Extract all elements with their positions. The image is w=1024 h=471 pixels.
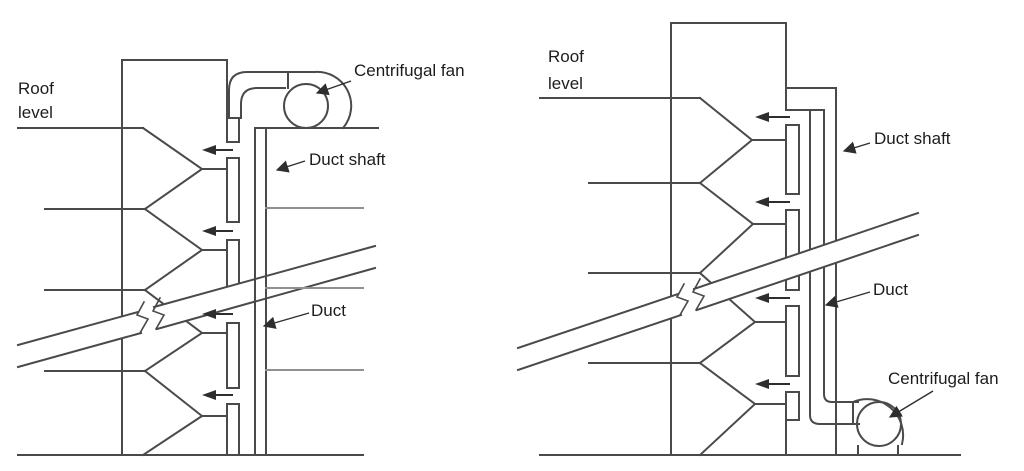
- duct-shaft-text: Duct shaft: [309, 150, 386, 169]
- extract-hoods: [141, 126, 228, 457]
- label-leader-arrow: [275, 160, 306, 173]
- duct-wall: [823, 109, 859, 403]
- airflow-arrow: [755, 112, 790, 122]
- label-leader-arrow: [262, 312, 310, 329]
- airflow-arrow: [755, 293, 790, 303]
- duct-text: Duct: [311, 301, 346, 320]
- right-floor-lines: [254, 127, 379, 371]
- building-outline: [670, 22, 787, 456]
- fan-scroll: [312, 70, 353, 130]
- duct-label: Duct: [824, 280, 908, 308]
- centrifugal-fan-symbol: [228, 70, 353, 130]
- label-leader-arrow: [315, 80, 352, 96]
- airflow-arrows: [202, 145, 233, 400]
- fan-inlet-duct: [240, 87, 286, 119]
- break-mark: [151, 296, 166, 331]
- duct-shaft-walls: [254, 127, 267, 456]
- airflow-arrow: [202, 145, 233, 155]
- duct-and-shaft: [785, 87, 860, 456]
- label-leader-arrow: [824, 291, 871, 308]
- centrifugal-fan-label: Centrifugal fan: [315, 61, 465, 96]
- roof-level-label: Roof level: [18, 79, 54, 122]
- centrifugal-fan-text: Centrifugal fan: [354, 61, 465, 80]
- duct-shaft-label: Duct shaft: [842, 129, 951, 154]
- roof-level-text: level: [18, 103, 53, 122]
- duct-shaft-label: Duct shaft: [275, 150, 386, 173]
- airflow-arrow: [755, 197, 790, 207]
- duct-text: Duct: [873, 280, 908, 299]
- roof-level-text: level: [548, 74, 583, 93]
- roof-level-text: Roof: [18, 79, 54, 98]
- right-diagram-base-fan-system: Roof level Duct shaft Duct Centrifugal f…: [516, 22, 999, 457]
- centrifugal-fan-symbol: [851, 398, 905, 456]
- fan-inlet-duct: [228, 71, 315, 119]
- label-leader-arrow: [888, 390, 934, 418]
- section-break-band: [516, 211, 920, 372]
- left-diagram-roof-fan-system: Roof level Centrifugal fan Duct shaft Du…: [16, 59, 465, 457]
- duct-shaft-text: Duct shaft: [874, 129, 951, 148]
- floor-lines: [17, 127, 146, 372]
- duct-label: Duct: [262, 301, 346, 329]
- centrifugal-fan-label: Centrifugal fan: [888, 369, 999, 418]
- airflow-arrows: [755, 112, 790, 389]
- building-outline: [121, 59, 228, 456]
- airflow-arrow: [755, 379, 790, 389]
- roof-level-text: Roof: [548, 47, 584, 66]
- airflow-arrow: [202, 390, 233, 400]
- floor-lines: [539, 97, 701, 364]
- centrifugal-fan-text: Centrifugal fan: [888, 369, 999, 388]
- branch-duct-column: [785, 124, 800, 421]
- break-mark: [675, 282, 690, 317]
- airflow-arrow: [202, 309, 233, 319]
- duct-wall: [809, 109, 860, 425]
- break-mark: [135, 300, 150, 335]
- break-mark: [691, 277, 706, 312]
- fan-impeller: [283, 83, 329, 129]
- fan-impeller: [856, 401, 902, 447]
- airflow-arrow: [202, 226, 233, 236]
- roof-level-label: Roof level: [548, 47, 584, 93]
- label-leader-arrow: [842, 141, 871, 154]
